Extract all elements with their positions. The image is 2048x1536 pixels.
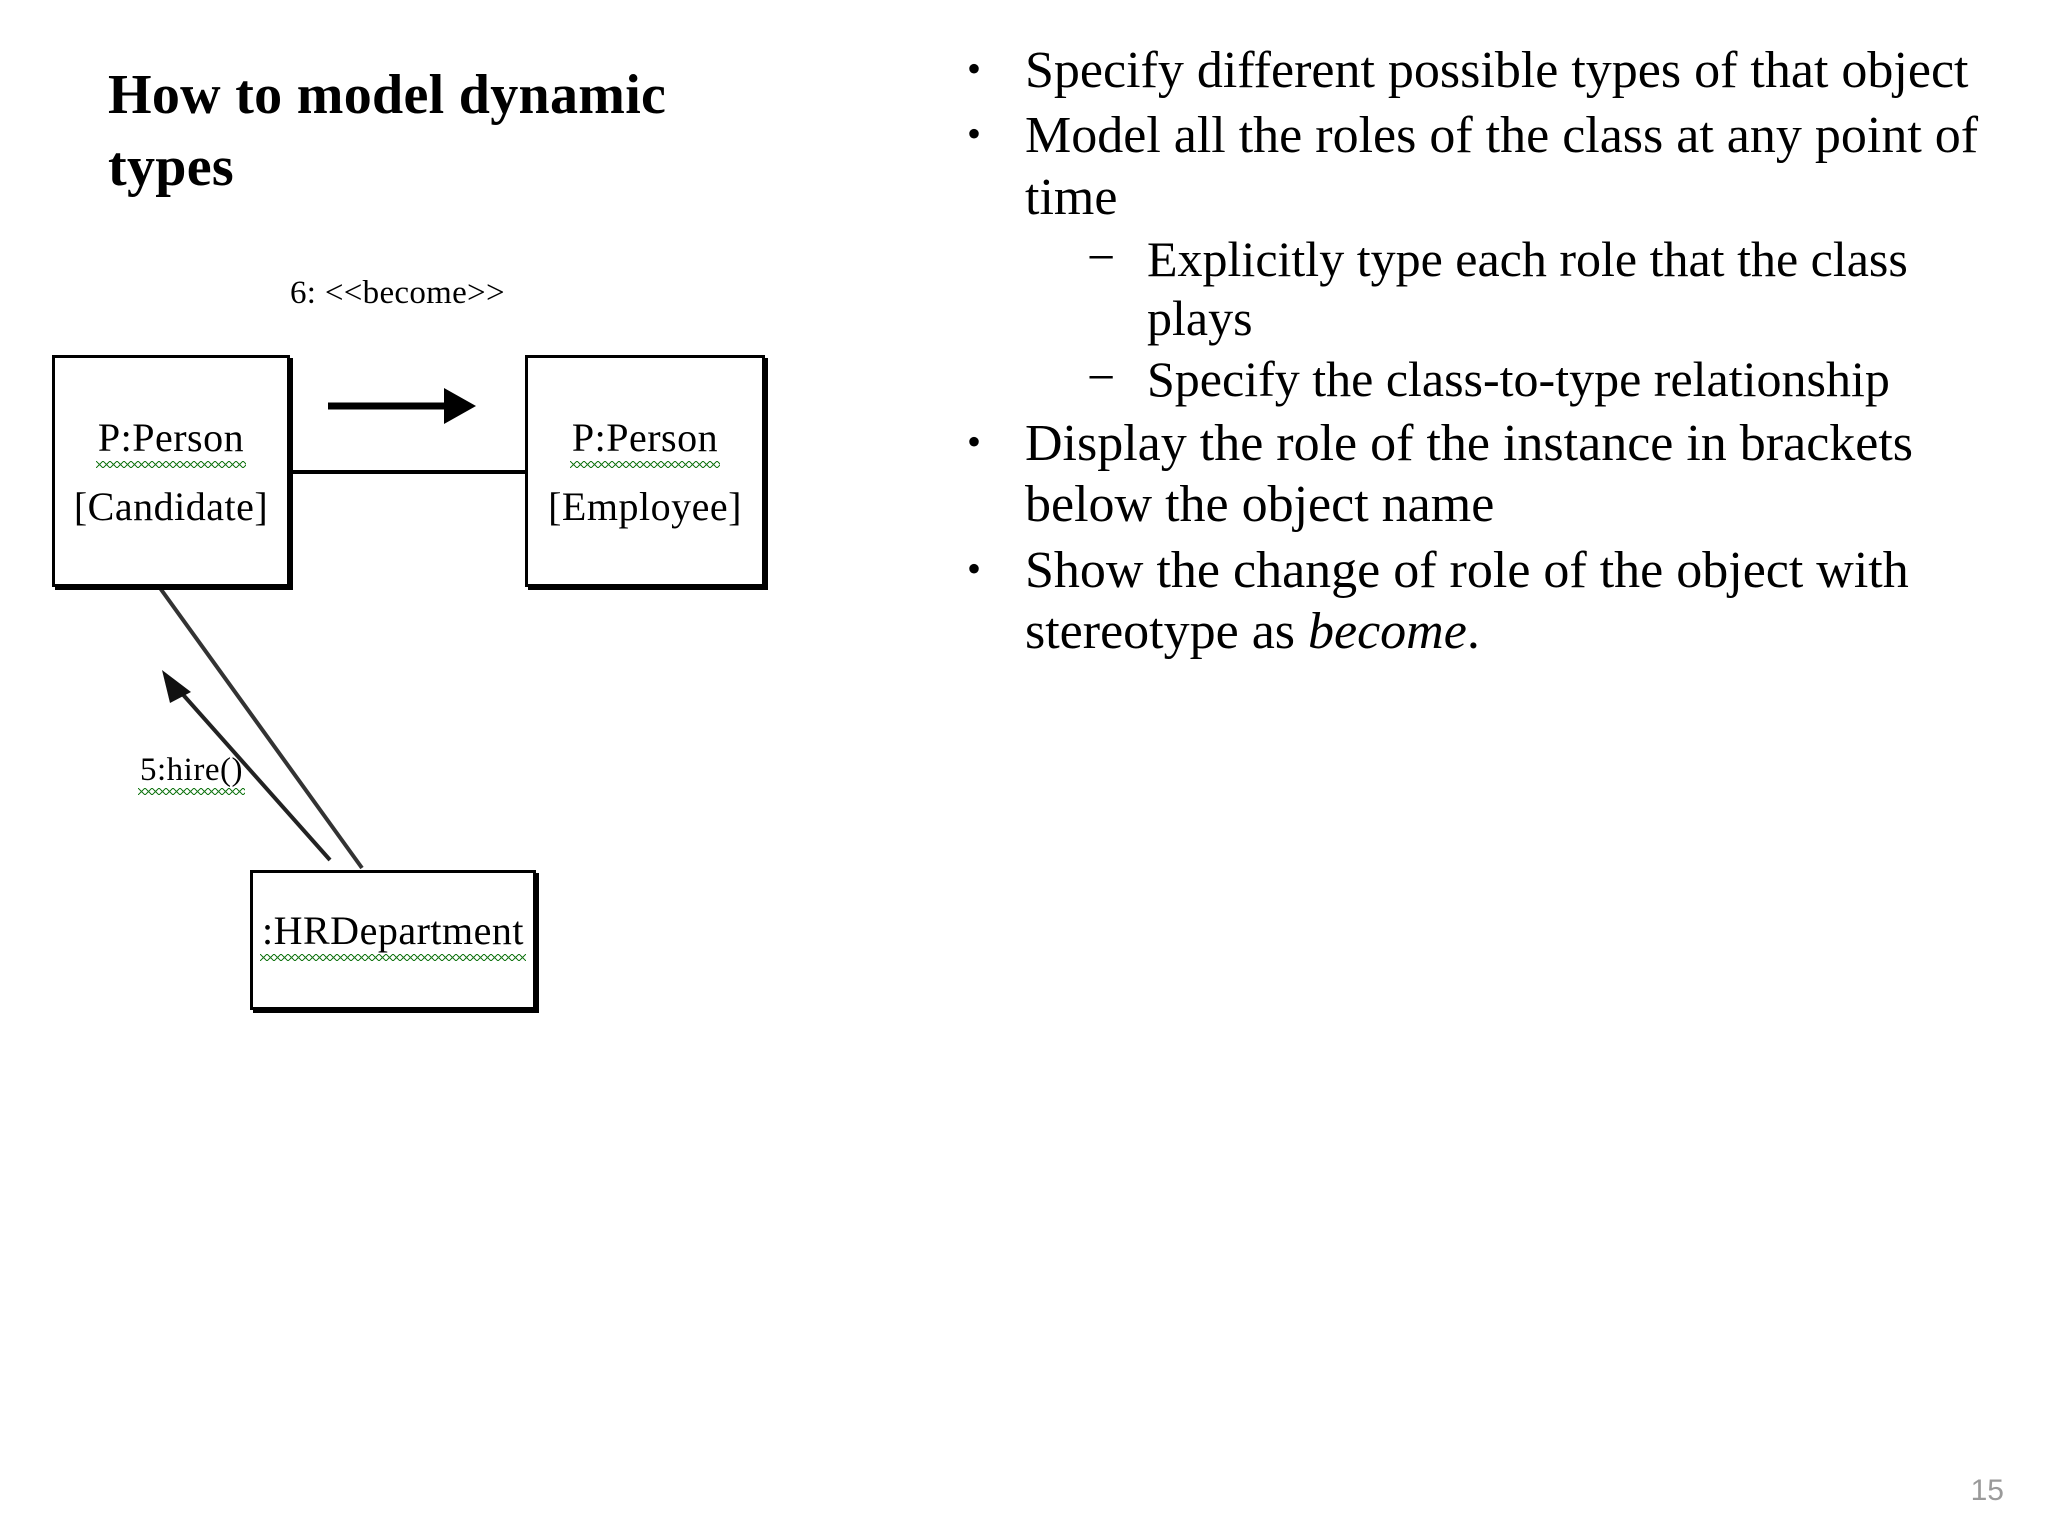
hire-message-wrapper: 5:hire() [138, 752, 245, 803]
object-role-label: [Employee] [548, 484, 742, 529]
bullet-text: Model all the roles of the class at any … [1025, 107, 1979, 226]
diagram-connectors [158, 388, 529, 870]
bullet-text: Display the role of the instance in brac… [1025, 415, 1914, 534]
object-role-row: [Candidate] [55, 486, 287, 528]
hire-arrow-shaft [168, 678, 332, 862]
candidate-hr-association [158, 586, 364, 870]
object-box-hrdepartment[interactable]: :HRDepartment [250, 870, 536, 1010]
bullet-text-emphasis: become [1308, 603, 1467, 661]
become-message-label: 6: <<become>> [290, 275, 505, 311]
bullet-text: Show the change of role of the object wi… [1025, 541, 1909, 661]
object-name-label: P:Person [569, 417, 721, 468]
bullet-marker: − [1087, 349, 1116, 406]
object-name-row: P:Person [55, 417, 287, 468]
list-item: • Model all the roles of the class at an… [955, 105, 2015, 409]
hire-message-label: 5:hire() [138, 753, 245, 795]
list-item: • Show the change of role of the object … [955, 540, 2015, 663]
object-name-label: :HRDepartment [260, 910, 526, 961]
object-role-label: [Candidate] [73, 484, 269, 529]
page-number: 15 [1970, 1474, 2004, 1507]
list-item: − Explicitly type each role that the cla… [1081, 230, 2015, 348]
bullet-text: Explicitly type each role that the class… [1147, 231, 1908, 347]
bullet-marker: − [1087, 229, 1116, 286]
bullet-marker: • [967, 46, 982, 91]
bullet-marker: • [967, 111, 982, 157]
object-name-row: :HRDepartment [253, 910, 533, 961]
object-role-row: [Employee] [528, 486, 762, 528]
bullet-marker: • [967, 419, 982, 465]
object-box-candidate[interactable]: P:Person [Candidate] [52, 355, 290, 587]
object-name-row: P:Person [528, 417, 762, 468]
uml-object-diagram: 6: <<become>> P:Person [Candidate] P:Per… [40, 275, 765, 1080]
bullet-text: Specify different possible types of that… [1025, 42, 1969, 99]
bullet-list: • Specify different possible types of th… [955, 40, 2015, 667]
hire-arrow-head [162, 670, 191, 703]
sub-list: − Explicitly type each role that the cla… [1025, 230, 2015, 409]
list-item: − Specify the class-to-type relationship [1081, 350, 2015, 409]
bullet-marker: • [967, 545, 982, 591]
bullet-text-tail: . [1466, 603, 1480, 661]
page-title: How to model dynamic types [108, 64, 667, 198]
list-item: • Specify different possible types of th… [955, 40, 2015, 101]
list-item: • Display the role of the instance in br… [955, 413, 2015, 536]
object-box-employee[interactable]: P:Person [Employee] [525, 355, 765, 587]
become-arrow-head [444, 388, 476, 424]
object-name-label: P:Person [95, 417, 247, 468]
bullet-text: Specify the class-to-type relationship [1147, 351, 1890, 408]
